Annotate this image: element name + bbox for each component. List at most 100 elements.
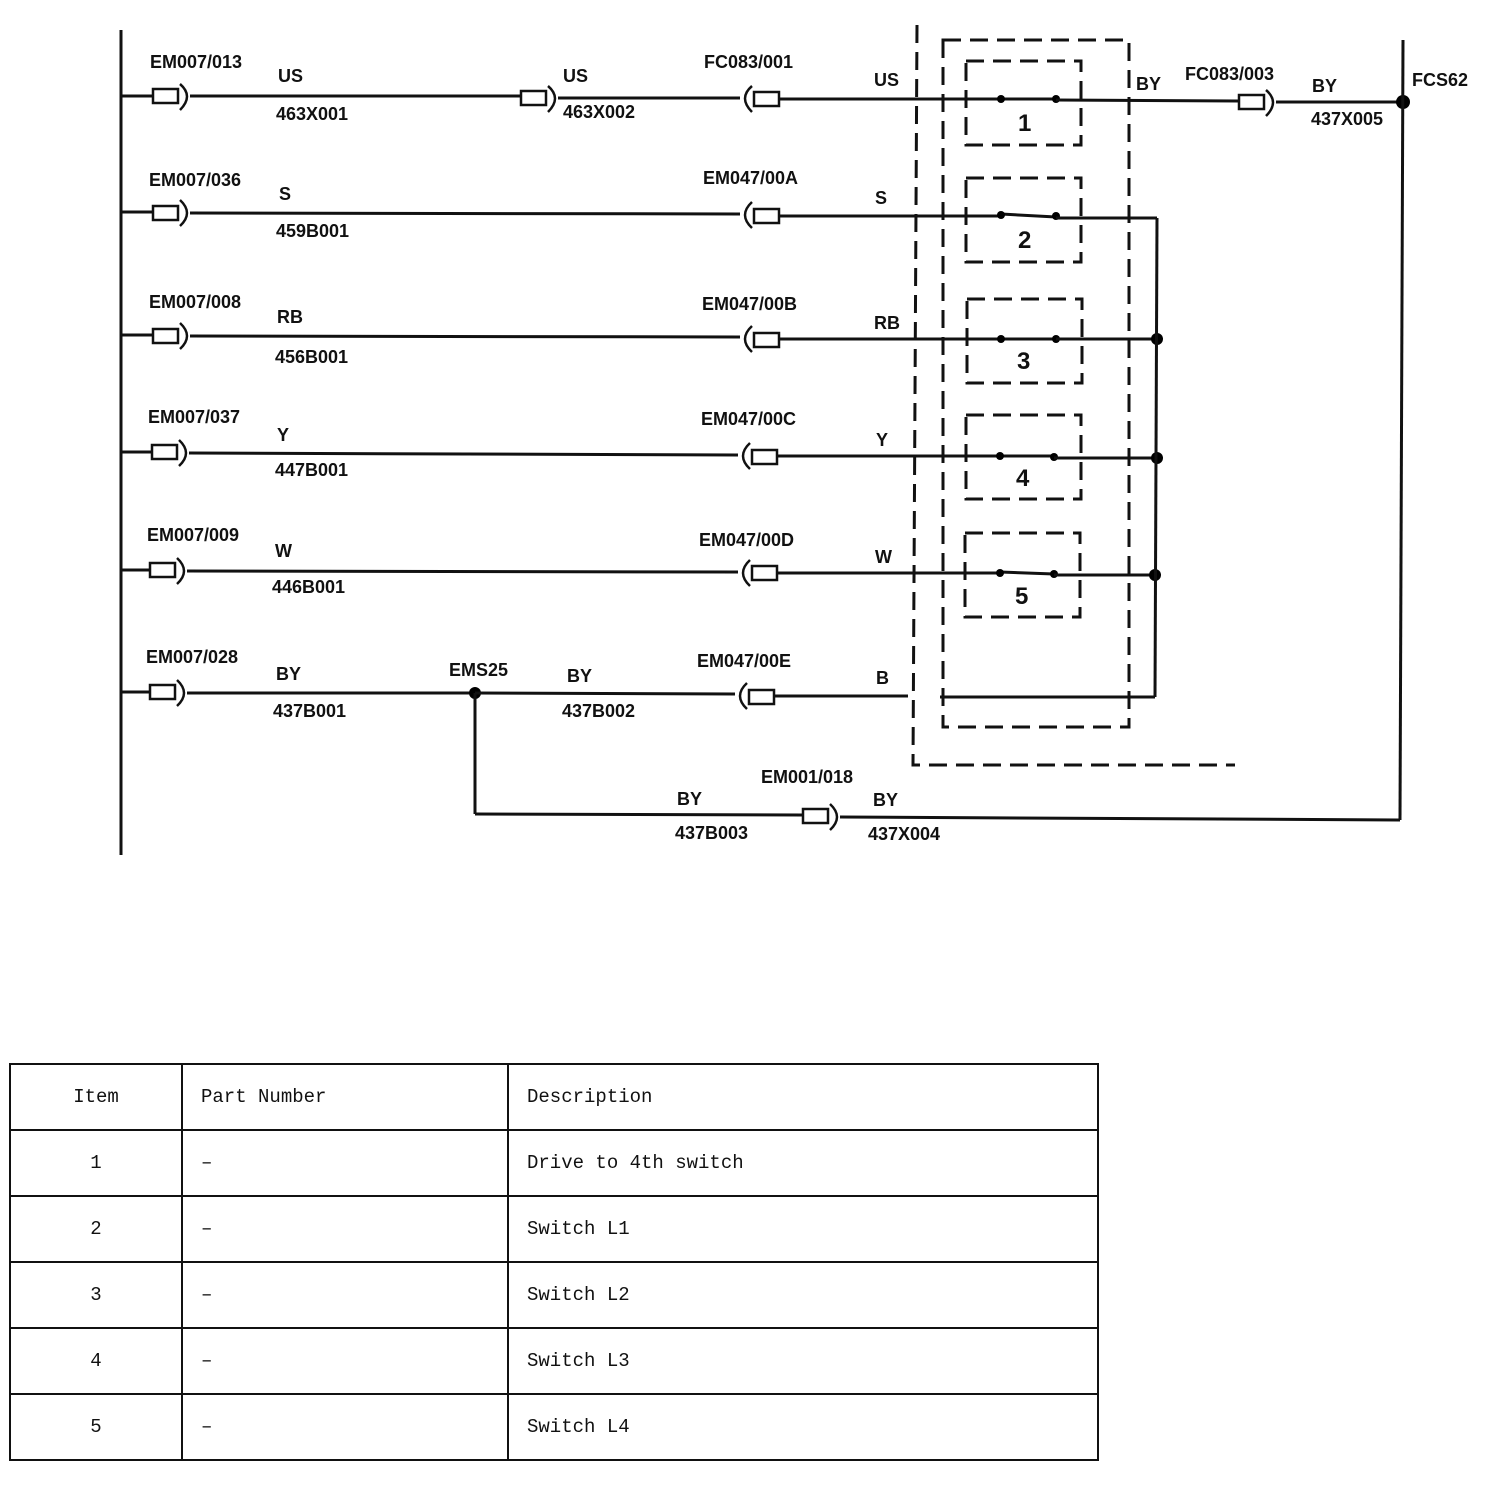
wire-id-label: 463X001: [276, 104, 348, 124]
connector-plug: [151, 204, 180, 222]
wire-id-label: 463X002: [563, 102, 635, 122]
switch-number: 2: [1018, 227, 1031, 254]
wire-color-label: BY: [276, 664, 301, 684]
wire-color-label: BY: [677, 789, 702, 809]
connector-label: EM007/028: [146, 647, 238, 667]
wire-color-label: S: [875, 188, 887, 208]
header-item: Item: [9, 1063, 183, 1131]
header-part-number: Part Number: [181, 1063, 509, 1131]
connector-plug: [801, 807, 830, 825]
connector-label: EM007/009: [147, 525, 239, 545]
inner-switch-housing: [941, 38, 1131, 729]
wire-id-label: 437B003: [675, 823, 748, 843]
wire-id-label: 437B001: [273, 701, 346, 721]
wire-id-label: 437X004: [868, 824, 940, 844]
connector-plug: [519, 89, 548, 107]
switch-box-5: [963, 531, 1082, 619]
switch-box-2: [964, 176, 1083, 264]
wire-color-label: W: [875, 547, 892, 567]
switch-box-1: [964, 59, 1083, 147]
connector-plug: [752, 90, 781, 108]
switch-box-4: [964, 413, 1083, 501]
cell-description: Switch L4: [507, 1393, 1099, 1461]
wire-color-label: BY: [1136, 74, 1161, 94]
wire-id-label: 447B001: [275, 460, 348, 480]
connector-label: EM007/008: [149, 292, 241, 312]
cell-description: Drive to 4th switch: [507, 1129, 1099, 1197]
connector-label: EM047/00D: [699, 530, 794, 550]
connector-label: EM047/00C: [701, 409, 796, 429]
cell-item: 2: [9, 1195, 183, 1263]
connector-label: EM007/037: [148, 407, 240, 427]
cell-part-number: –: [181, 1129, 509, 1197]
cell-description: Switch L1: [507, 1195, 1099, 1263]
cell-description: Switch L3: [507, 1327, 1099, 1395]
connector-label: FC083/001: [704, 52, 793, 72]
outer-switch-housing: [911, 24, 1235, 767]
wire-color-label: RB: [874, 313, 900, 333]
switch-contact: [997, 95, 1005, 103]
switch-number: 1: [1018, 110, 1031, 137]
table-row: 5 – Switch L4: [9, 1393, 1099, 1461]
connector-plug: [750, 448, 779, 466]
cell-item: 5: [9, 1393, 183, 1461]
wiring-diagram: EM007/013 US 463X001 US 463X002 FC083/00…: [119, 24, 1468, 855]
wire-id-label: 456B001: [275, 347, 348, 367]
switch-contact: [996, 452, 1004, 460]
connector-label: EM001/018: [761, 767, 853, 787]
wire-row-6: EM007/028 BY 437B001 EMS25 BY 437B002 EM…: [121, 647, 1401, 844]
connector-label: EM007/013: [150, 52, 242, 72]
table-row: 3 – Switch L2: [9, 1261, 1099, 1329]
cell-item: 3: [9, 1261, 183, 1329]
cell-part-number: –: [181, 1261, 509, 1329]
wire-color-label: Y: [876, 430, 888, 450]
connector-plug: [752, 331, 781, 349]
connector-label: FC083/003: [1185, 64, 1274, 84]
connector-label: EM047/00A: [703, 168, 798, 188]
switch-number: 5: [1015, 583, 1028, 610]
wire-id-label: 437X005: [1311, 109, 1383, 129]
connector-plug: [148, 683, 177, 701]
header-description: Description: [507, 1063, 1099, 1131]
wire-row-2: EM007/036 S 459B001 EM047/00A S: [121, 168, 1157, 241]
connector-plug: [1237, 93, 1266, 111]
connector-plug: [750, 564, 779, 582]
connector-label: EM007/036: [149, 170, 241, 190]
wire-color-label: BY: [1312, 76, 1337, 96]
wire-row-3: EM007/008 RB 456B001 EM047/00B RB: [121, 292, 1163, 367]
splice-label: FCS62: [1412, 70, 1468, 90]
switch-box-3: [965, 297, 1084, 385]
connector-plug: [150, 443, 179, 461]
parts-table: Item Part Number Description 1 – Drive t…: [9, 1063, 1099, 1461]
wire-color-label: BY: [873, 790, 898, 810]
connector-plug: [752, 207, 781, 225]
wire-id-label: 446B001: [272, 577, 345, 597]
table-row: 4 – Switch L3: [9, 1327, 1099, 1395]
wire-row-4: EM007/037 Y 447B001 EM047/00C Y: [121, 407, 1163, 480]
cell-description: Switch L2: [507, 1261, 1099, 1329]
cell-part-number: –: [181, 1393, 509, 1461]
wire-color-label: W: [275, 541, 292, 561]
wire-color-label: US: [563, 66, 588, 86]
table-row: 1 – Drive to 4th switch: [9, 1129, 1099, 1197]
wire-color-label: Y: [277, 425, 289, 445]
switch-contact: [997, 211, 1005, 219]
table-header-row: Item Part Number Description: [9, 1063, 1099, 1131]
table-row: 2 – Switch L1: [9, 1195, 1099, 1263]
wire-color-label: US: [278, 66, 303, 86]
wire-id-label: 459B001: [276, 221, 349, 241]
wire-color-label: RB: [277, 307, 303, 327]
connector-plug: [151, 327, 180, 345]
connector-label: EM047/00E: [697, 651, 791, 671]
switch-contact: [997, 335, 1005, 343]
cell-part-number: –: [181, 1327, 509, 1395]
switch-number: 3: [1017, 348, 1030, 375]
wire-color-label: BY: [567, 666, 592, 686]
wire-color-label: US: [874, 70, 899, 90]
common-bus-line: [1153, 217, 1159, 698]
wire-color-label: S: [279, 184, 291, 204]
cell-part-number: –: [181, 1195, 509, 1263]
wire-row-5: EM007/009 W 446B001 EM047/00D W: [121, 525, 1161, 597]
connector-plug: [151, 87, 180, 105]
wire-id-label: 437B002: [562, 701, 635, 721]
